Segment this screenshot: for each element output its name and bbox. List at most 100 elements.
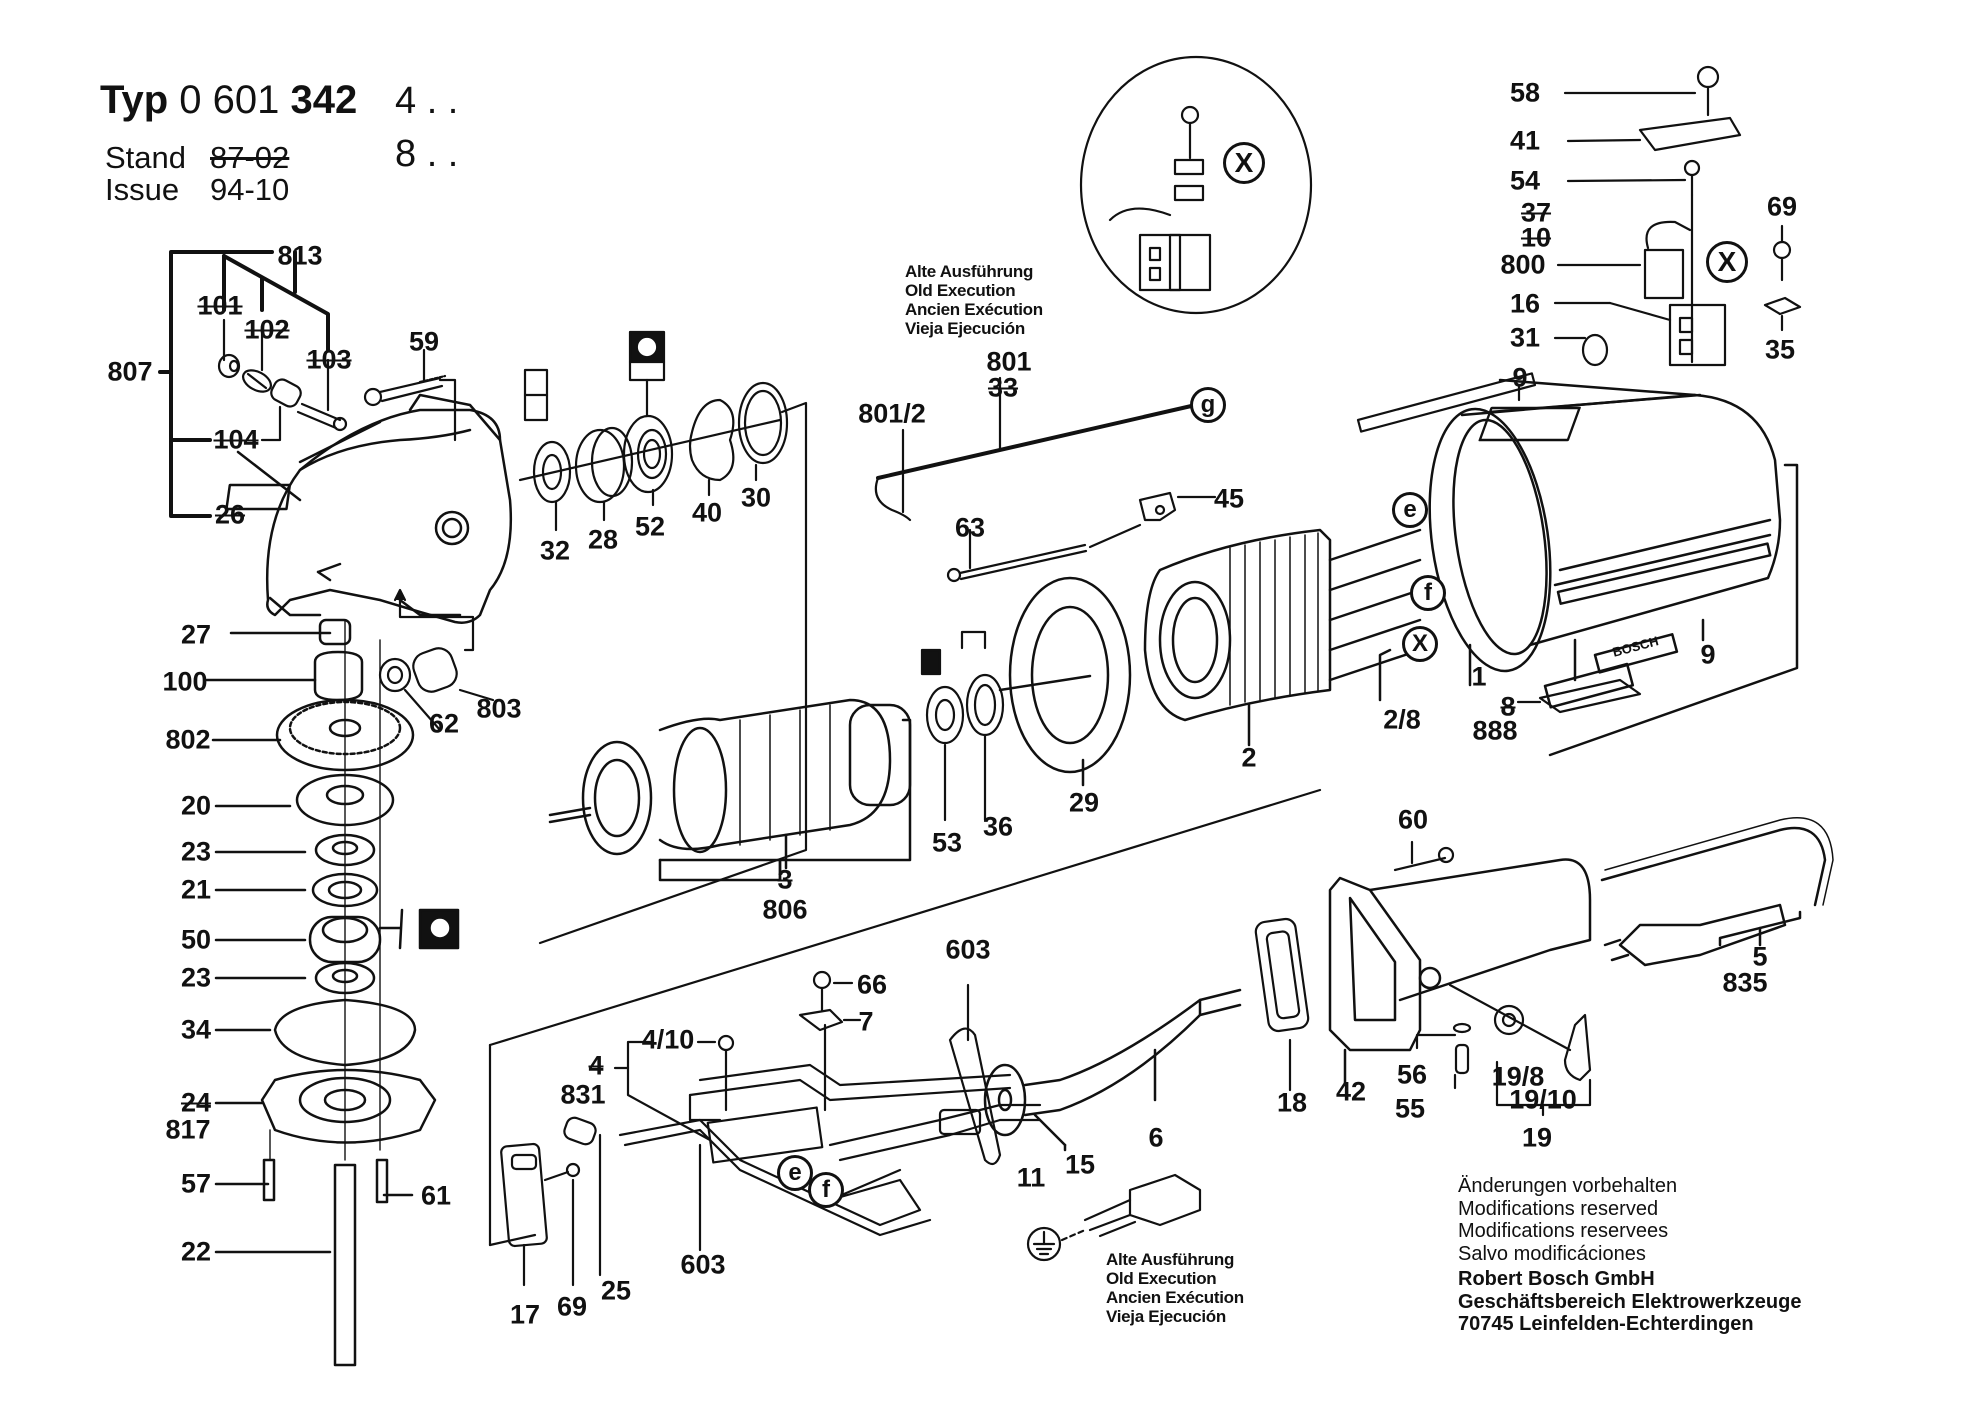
part-label-801-2[interactable]: 801/2: [858, 398, 926, 429]
part-label-26[interactable]: 26: [214, 499, 246, 530]
part-label-32[interactable]: 32: [539, 535, 571, 566]
part-835-cord: [1600, 817, 1834, 967]
part-label-62[interactable]: 62: [428, 708, 460, 739]
part-label-4[interactable]: 4: [588, 1050, 604, 1081]
part-label-813[interactable]: 813: [277, 240, 323, 271]
part-label-31[interactable]: 31: [1509, 322, 1541, 353]
part-label-802[interactable]: 802: [165, 724, 211, 755]
part-label-20[interactable]: 20: [180, 790, 212, 821]
part-label-8[interactable]: 8: [1500, 691, 1516, 722]
company-name: Robert Bosch GmbH: [1458, 1268, 1655, 1290]
part-label-30[interactable]: 30: [740, 482, 772, 513]
old-connector: [1083, 1173, 1202, 1238]
part-label-45[interactable]: 45: [1213, 483, 1245, 514]
part-55-56-screw: [1415, 1022, 1472, 1090]
note-line: Ancien Exécution: [1106, 1288, 1244, 1307]
part-label-24[interactable]: 24: [180, 1087, 212, 1118]
part-label-36[interactable]: 36: [982, 811, 1014, 842]
part-label-57[interactable]: 57: [180, 1168, 212, 1199]
part-label-42[interactable]: 42: [1335, 1076, 1367, 1107]
part-label-37[interactable]: 37: [1520, 197, 1552, 228]
part-label-19-10[interactable]: 19/10: [1509, 1084, 1577, 1115]
part-label-806[interactable]: 806: [762, 894, 808, 925]
part-label-22[interactable]: 22: [180, 1236, 212, 1267]
part-label-56[interactable]: 56: [1396, 1059, 1428, 1090]
part-label-1[interactable]: 1: [1471, 661, 1487, 692]
detail-marker-x-top: X: [1223, 142, 1265, 184]
part-label-6[interactable]: 6: [1148, 1122, 1164, 1153]
part-label-10[interactable]: 10: [1520, 222, 1552, 253]
part-label-7[interactable]: 7: [858, 1006, 874, 1037]
part-label-2-8[interactable]: 2/8: [1383, 704, 1421, 735]
part-label-102[interactable]: 102: [244, 314, 290, 345]
part-label-101[interactable]: 101: [197, 290, 243, 321]
part-803-pinion: [378, 588, 495, 732]
part-label-103[interactable]: 103: [306, 344, 352, 375]
typ-number-main: 342: [290, 78, 358, 122]
connector-marker-x: X: [1402, 626, 1438, 662]
part-label-801[interactable]: 801: [986, 346, 1032, 377]
part-label-66[interactable]: 66: [856, 969, 888, 1000]
part-label-60[interactable]: 60: [1397, 804, 1429, 835]
part-label-54[interactable]: 54: [1509, 165, 1541, 196]
part-label-100[interactable]: 100: [162, 666, 208, 697]
part-label-23-lower[interactable]: 23: [180, 962, 212, 993]
part-label-603-bottom[interactable]: 603: [680, 1249, 726, 1280]
part-label-34[interactable]: 34: [180, 1014, 212, 1045]
issue-label: Issue: [105, 172, 180, 207]
part-label-61[interactable]: 61: [420, 1180, 452, 1211]
part-label-19[interactable]: 19: [1521, 1122, 1553, 1153]
part-4-10-screw: [696, 1034, 735, 1112]
part-label-817[interactable]: 817: [165, 1114, 211, 1145]
part-label-11[interactable]: 11: [1016, 1162, 1046, 1193]
part-label-27[interactable]: 27: [180, 619, 212, 650]
part-label-53[interactable]: 53: [931, 827, 963, 858]
part-label-3[interactable]: 3: [777, 864, 793, 895]
part-label-5[interactable]: 5: [1752, 941, 1768, 972]
part-label-69-brush[interactable]: 69: [1766, 191, 1798, 222]
part-label-9-top[interactable]: 9: [1512, 362, 1528, 393]
part-label-55[interactable]: 55: [1394, 1093, 1426, 1124]
part-label-50[interactable]: 50: [180, 924, 212, 955]
part-label-58[interactable]: 58: [1509, 77, 1541, 108]
detail-circle-x: [1079, 55, 1313, 315]
detail-marker-x-brush: X: [1706, 241, 1748, 283]
part-label-831[interactable]: 831: [560, 1079, 606, 1110]
part-6-cable: [983, 988, 1242, 1152]
part-label-17[interactable]: 17: [509, 1299, 541, 1330]
handle-section-bracket: [488, 788, 1322, 1247]
part-label-15[interactable]: 15: [1064, 1149, 1096, 1180]
part-label-52[interactable]: 52: [634, 511, 666, 542]
part-label-835[interactable]: 835: [1722, 967, 1768, 998]
part-label-25[interactable]: 25: [600, 1275, 632, 1306]
part-label-104[interactable]: 104: [213, 424, 259, 455]
part-label-40[interactable]: 40: [691, 497, 723, 528]
part-label-4-10[interactable]: 4/10: [641, 1024, 695, 1055]
part-label-41[interactable]: 41: [1509, 125, 1541, 156]
part-label-69-switch[interactable]: 69: [556, 1291, 588, 1322]
part-label-803[interactable]: 803: [476, 693, 522, 724]
part-label-19-8[interactable]: 19/8: [1491, 1061, 1545, 1092]
part-label-2[interactable]: 2: [1241, 742, 1257, 773]
part-label-9-bottom[interactable]: 9: [1700, 639, 1716, 670]
part-101-nut: [217, 353, 241, 379]
part-label-21[interactable]: 21: [180, 874, 212, 905]
note-line: Ancien Exécution: [905, 300, 1043, 319]
part-label-800[interactable]: 800: [1500, 249, 1546, 280]
part-label-23-upper[interactable]: 23: [180, 836, 212, 867]
part-label-63[interactable]: 63: [954, 512, 986, 543]
part-label-18[interactable]: 18: [1276, 1087, 1308, 1118]
part-label-29[interactable]: 29: [1068, 787, 1100, 818]
part-888-plate: [1516, 678, 1642, 714]
part-label-603-top[interactable]: 603: [945, 934, 991, 965]
part-label-33[interactable]: 33: [987, 372, 1019, 403]
part-label-888[interactable]: 888: [1472, 715, 1518, 746]
connector-marker-e: e: [1392, 492, 1428, 528]
part-label-16[interactable]: 16: [1509, 288, 1541, 319]
part-label-35[interactable]: 35: [1764, 334, 1796, 365]
part-label-28[interactable]: 28: [587, 524, 619, 555]
part-label-59[interactable]: 59: [408, 326, 440, 357]
part-59-screw: [363, 348, 457, 442]
part-label-807[interactable]: 807: [107, 356, 153, 387]
